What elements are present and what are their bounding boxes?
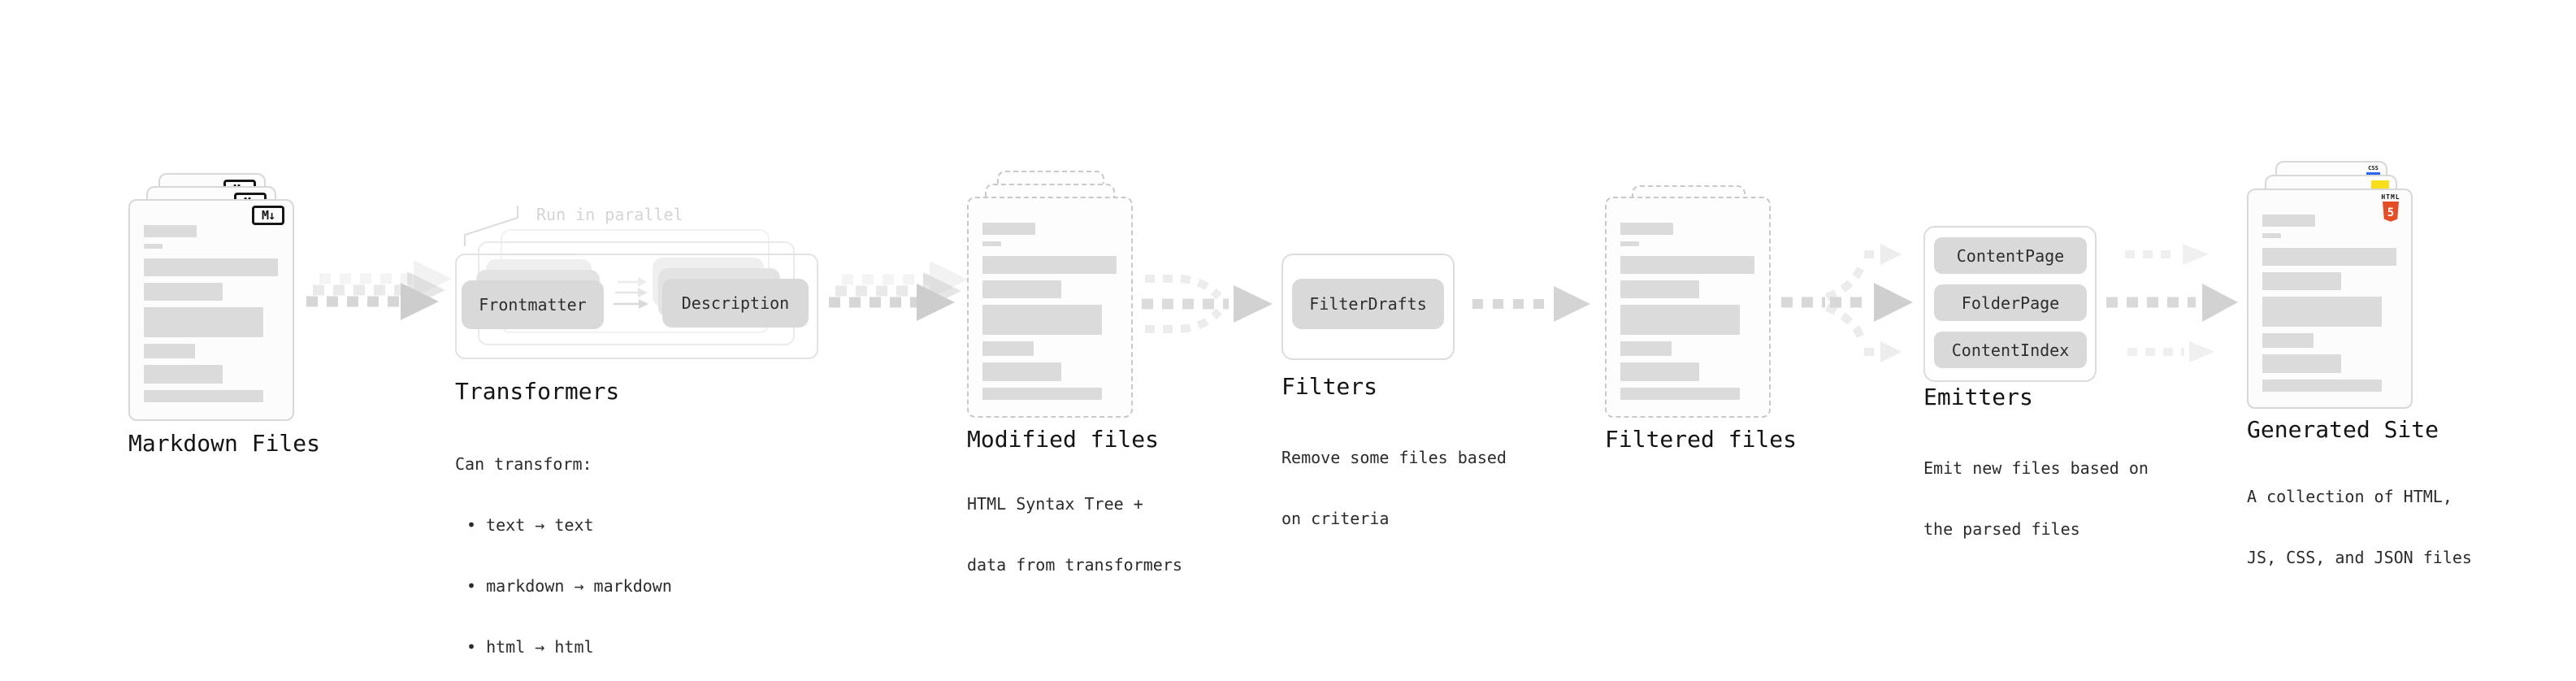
file-card: M↓	[128, 199, 294, 421]
placeholder-bar	[2262, 380, 2382, 392]
css-icon: CSS	[2366, 166, 2380, 175]
html5-shield-icon: 5	[2383, 202, 2399, 222]
placeholder-bar	[144, 258, 278, 276]
placeholder-bar	[2262, 297, 2382, 327]
sub-line: HTML Syntax Tree +	[967, 494, 1143, 514]
placeholder-bar	[144, 344, 195, 358]
group-sub-transformers: Can transform: • text → text • markdown …	[455, 414, 672, 681]
css-icon-label: CSS	[2368, 165, 2379, 171]
sub-line: JS, CSS, and JSON files	[2247, 548, 2472, 567]
placeholder-bar	[2262, 233, 2281, 238]
file-content-placeholder	[1620, 223, 1754, 406]
placeholder-bar	[144, 390, 263, 402]
file-card	[967, 197, 1133, 418]
placeholder-bar	[982, 341, 1034, 356]
transformers-bullet: • text → text	[466, 515, 594, 535]
placeholder-bar	[982, 280, 1061, 298]
markdown-icon: M↓	[252, 206, 284, 225]
arrow-markdown-to-transformers-icon	[306, 260, 452, 320]
group-label-modified-files: Modified files	[967, 426, 1160, 453]
node-filterdrafts: FilterDrafts	[1292, 279, 1444, 329]
group-label-filters: Filters	[1281, 373, 1378, 400]
file-content-placeholder	[144, 225, 278, 409]
placeholder-bar	[1620, 341, 1672, 356]
group-sub-filters: Remove some files based on criteria	[1281, 407, 1507, 570]
placeholder-bar	[1620, 241, 1639, 246]
arrow-modified-to-filters-icon	[1142, 275, 1273, 333]
run-in-parallel-label: Run in parallel	[536, 205, 683, 224]
file-content-placeholder	[982, 223, 1117, 406]
arrow-filters-to-filtered-icon	[1472, 286, 1590, 322]
placeholder-bar	[2262, 354, 2341, 373]
file-content-placeholder	[2262, 215, 2396, 398]
transformers-bullet: • markdown → markdown	[466, 576, 672, 596]
placeholder-bar	[144, 283, 223, 301]
placeholder-bar	[144, 244, 163, 249]
node-frontmatter: Frontmatter	[462, 280, 604, 329]
node-contentpage: ContentPage	[1934, 237, 2087, 274]
placeholder-bar	[1620, 305, 1740, 335]
html5-icon-label: HTML	[2381, 193, 2400, 201]
placeholder-bar	[2262, 215, 2315, 227]
placeholder-bar	[982, 223, 1035, 235]
placeholder-bar	[1620, 362, 1699, 381]
group-sub-emitters: Emit new files based on the parsed files	[1923, 418, 2149, 580]
placeholder-bar	[2262, 333, 2314, 348]
transformers-sub-heading: Can transform:	[455, 454, 592, 474]
placeholder-bar	[1620, 388, 1740, 400]
group-sub-modified-files: HTML Syntax Tree + data from transformer…	[967, 453, 1182, 616]
sub-line: Emit new files based on	[1923, 458, 2149, 478]
svg-text:5: 5	[2387, 206, 2394, 219]
js-icon	[2371, 180, 2389, 189]
group-sub-generated-site: A collection of HTML, JS, CSS, and JSON …	[2247, 446, 2472, 609]
placeholder-bar	[1620, 256, 1754, 274]
placeholder-bar	[144, 365, 223, 384]
sub-line: A collection of HTML,	[2247, 487, 2452, 506]
arrow-transformers-to-modified-icon	[829, 261, 968, 321]
sub-line: data from transformers	[967, 555, 1182, 575]
placeholder-bar	[2262, 272, 2341, 290]
placeholder-bar	[144, 307, 263, 337]
transformers-bullet: • html → html	[466, 637, 594, 657]
placeholder-bar	[2262, 248, 2396, 266]
file-card: HTML 5	[2247, 189, 2413, 409]
group-label-emitters: Emitters	[1923, 384, 2033, 410]
arrow-filtered-to-emitters-icon	[1781, 244, 1913, 362]
group-label-filtered-files: Filtered files	[1605, 426, 1798, 453]
group-label-generated-site: Generated Site	[2247, 416, 2439, 443]
css-icon-bar	[2366, 172, 2380, 175]
placeholder-bar	[982, 362, 1061, 381]
sub-line: Remove some files based	[1281, 448, 1507, 467]
group-label-markdown-files: Markdown Files	[128, 430, 321, 457]
placeholder-bar	[144, 225, 197, 237]
sub-line: the parsed files	[1923, 519, 2080, 539]
node-folderpage: FolderPage	[1934, 284, 2087, 321]
placeholder-bar	[982, 256, 1117, 274]
sub-line: on criteria	[1281, 509, 1390, 528]
file-card	[1605, 197, 1771, 418]
group-label-transformers: Transformers	[455, 378, 620, 405]
placeholder-bar	[1620, 280, 1699, 298]
node-description: Description	[662, 279, 809, 327]
placeholder-bar	[982, 241, 1001, 246]
transformer-frame	[455, 254, 818, 359]
placeholder-bar	[982, 388, 1102, 400]
node-contentindex: ContentIndex	[1934, 332, 2087, 368]
arrow-emitters-to-site-icon	[2106, 244, 2238, 362]
placeholder-bar	[982, 305, 1102, 335]
placeholder-bar	[1620, 223, 1673, 235]
html5-icon: HTML 5	[2380, 194, 2401, 226]
